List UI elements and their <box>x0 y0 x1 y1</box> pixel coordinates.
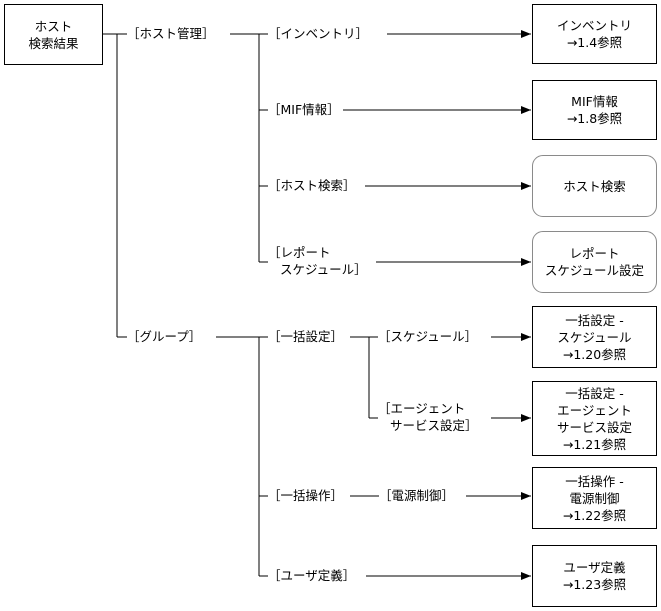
item-report-line-1: ［レポート <box>268 245 331 260</box>
target-host-search-line-1: ホスト検索 <box>563 178 626 194</box>
item-user-definition: ［ユーザ定義］ <box>268 567 356 584</box>
target-box-bulk-agent: 一括設定 - エージェント サービス設定 →1.21参照 <box>532 381 657 456</box>
target-mif-line-1: MIF情報 <box>571 94 618 109</box>
target-user-def-line-1: ユーザ定義 <box>563 560 626 575</box>
item-schedule: ［スケジュール］ <box>378 328 478 345</box>
target-box-bulk-schedule: 一括設定 - スケジュール →1.20参照 <box>532 306 657 368</box>
item-agent-line-1: ［エージェント <box>378 401 466 416</box>
target-box-host-search: ホスト検索 <box>532 155 657 217</box>
item-bulk-setting: ［一括設定］ <box>268 328 344 345</box>
item-agent-line-2: サービス設定］ <box>390 418 478 433</box>
target-inventory-line-1: インベントリ <box>556 18 632 33</box>
target-power-line-3: →1.22参照 <box>562 507 627 523</box>
target-schedule-line-2: スケジュール <box>557 329 632 345</box>
item-inventory: ［インベントリ］ <box>268 25 369 42</box>
target-user-def-line-2: →1.23参照 <box>562 577 627 592</box>
root-line-1: ホスト <box>34 18 73 34</box>
target-box-mif-info: MIF情報 →1.8参照 <box>532 80 657 140</box>
target-inventory-line-2: →1.4参照 <box>566 35 623 50</box>
item-agent-service-setting: ［エージェント サービス設定］ <box>378 400 478 434</box>
target-agent-line-1: 一括設定 - <box>565 385 624 401</box>
item-bulk-operation: ［一括操作］ <box>268 487 344 504</box>
target-power-line-1: 一括操作 - <box>565 473 624 489</box>
item-power-control: ［電源制御］ <box>379 487 455 504</box>
target-agent-line-4: →1.21参照 <box>562 436 627 452</box>
target-box-inventory: インベントリ →1.4参照 <box>532 4 657 64</box>
item-report-line-2: スケジュール］ <box>280 262 367 277</box>
target-box-report-schedule: レポート スケジュール設定 <box>532 231 657 293</box>
target-report-line-2: スケジュール設定 <box>544 263 645 278</box>
target-power-line-2: 電源制御 <box>569 490 620 506</box>
item-host-search: ［ホスト検索］ <box>268 177 356 194</box>
branch-host-management: ［ホスト管理］ <box>127 25 215 42</box>
target-agent-line-3: サービス設定 <box>556 419 632 435</box>
item-mif-info: ［MIF情報］ <box>268 101 340 118</box>
target-box-user-definition: ユーザ定義 →1.23参照 <box>532 545 657 607</box>
target-schedule-line-3: →1.20参照 <box>562 346 627 362</box>
target-report-line-1: レポート <box>569 246 620 261</box>
target-schedule-line-1: 一括設定 - <box>565 312 624 328</box>
root-box-host-search-result: ホスト 検索結果 <box>4 4 103 65</box>
target-mif-line-2: →1.8参照 <box>566 111 623 126</box>
item-report-schedule: ［レポート スケジュール］ <box>268 244 374 278</box>
target-box-power-control: 一括操作 - 電源制御 →1.22参照 <box>532 467 657 529</box>
target-agent-line-2: エージェント <box>557 402 632 418</box>
branch-group: ［グループ］ <box>127 328 202 345</box>
root-line-2: 検索結果 <box>28 35 79 51</box>
